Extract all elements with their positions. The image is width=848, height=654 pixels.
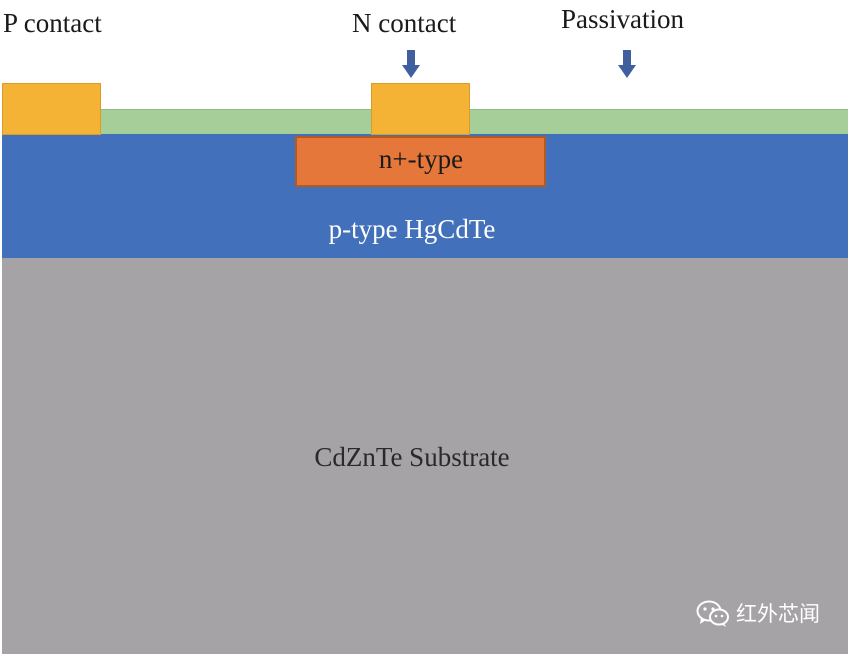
n-plus-label: n+-type xyxy=(378,144,464,174)
p-contact xyxy=(2,83,101,135)
n-contact xyxy=(371,83,470,135)
n-contact-label: N contact xyxy=(352,8,457,38)
p-type-label: p-type HgCdTe xyxy=(328,214,496,244)
p-contact-label: P contact xyxy=(3,8,102,38)
n-contact-arrow-icon xyxy=(402,50,420,78)
wechat-icon xyxy=(696,600,729,627)
watermark: 红外芯闻 xyxy=(696,600,820,628)
substrate-label: CdZnTe Substrate xyxy=(314,442,510,472)
passivation-label: Passivation xyxy=(561,4,685,34)
watermark-text: 红外芯闻 xyxy=(736,601,820,626)
n-plus-region xyxy=(295,136,546,187)
passivation-arrow-icon xyxy=(618,50,636,78)
substrate-layer xyxy=(2,258,848,654)
